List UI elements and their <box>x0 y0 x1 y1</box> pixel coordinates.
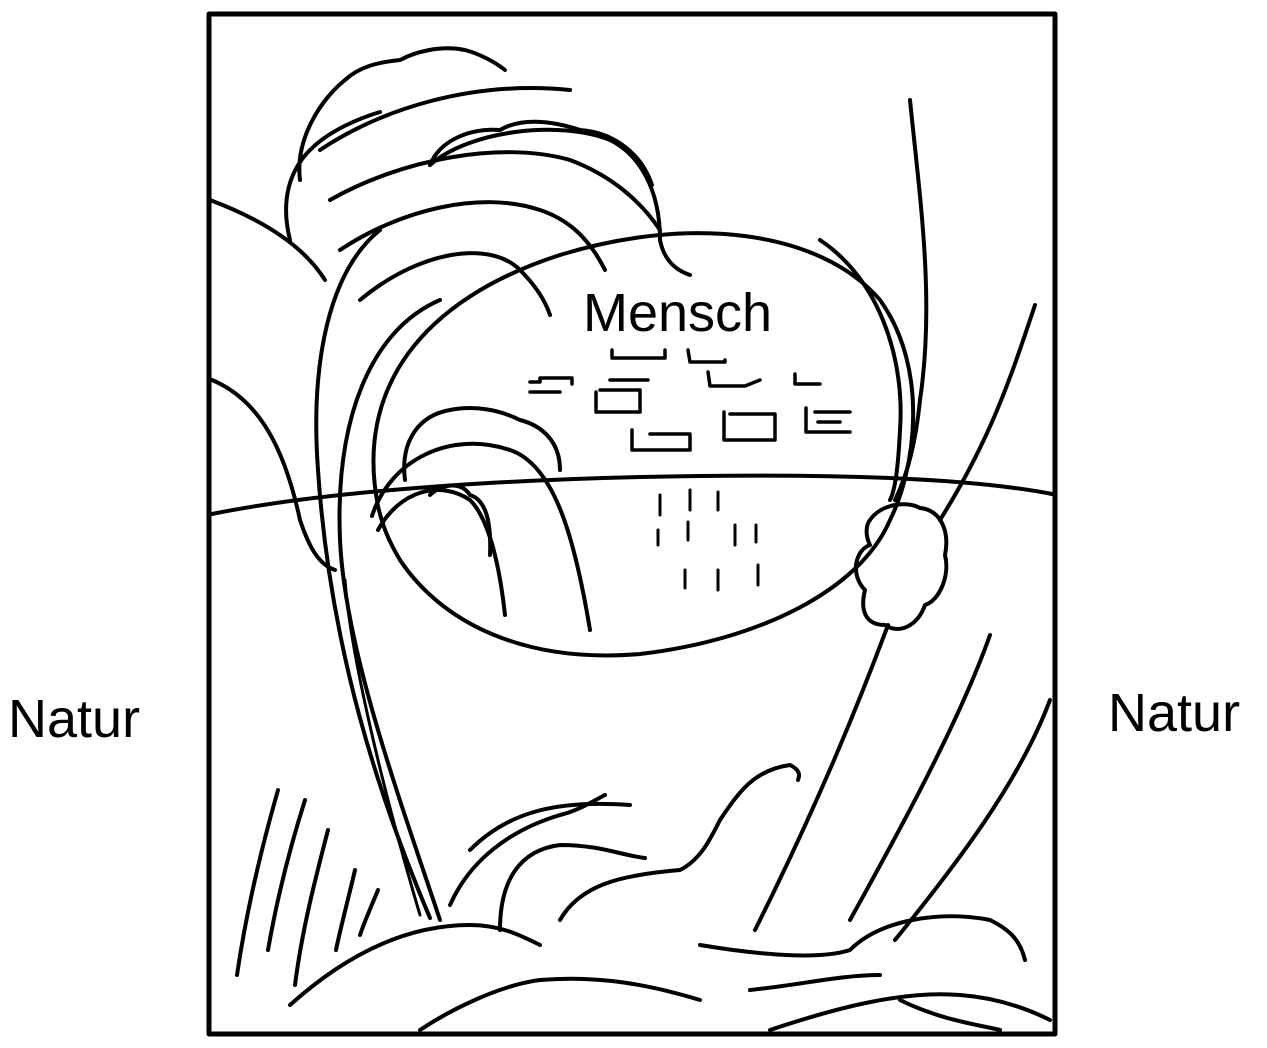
nature-label-left: Natur <box>8 692 140 746</box>
tree-branch-3 <box>340 202 605 270</box>
human-label: Mensch <box>583 286 772 340</box>
right-grass-2 <box>895 700 1050 940</box>
right-grass-1 <box>850 635 990 920</box>
tree-trunk-right <box>340 300 440 920</box>
nature-label-right: Natur <box>1108 686 1240 740</box>
foreground-waves <box>290 765 1050 1030</box>
picture-frame <box>209 14 1055 1034</box>
tree-trunk-left <box>316 230 430 918</box>
right-tree-stem-2 <box>820 240 901 500</box>
settlement <box>530 350 850 450</box>
tree-crown-upper <box>299 48 505 180</box>
water-reflections <box>658 490 758 590</box>
left-hill <box>210 200 325 280</box>
right-bush <box>856 504 946 629</box>
tree-branch-2 <box>330 152 660 230</box>
